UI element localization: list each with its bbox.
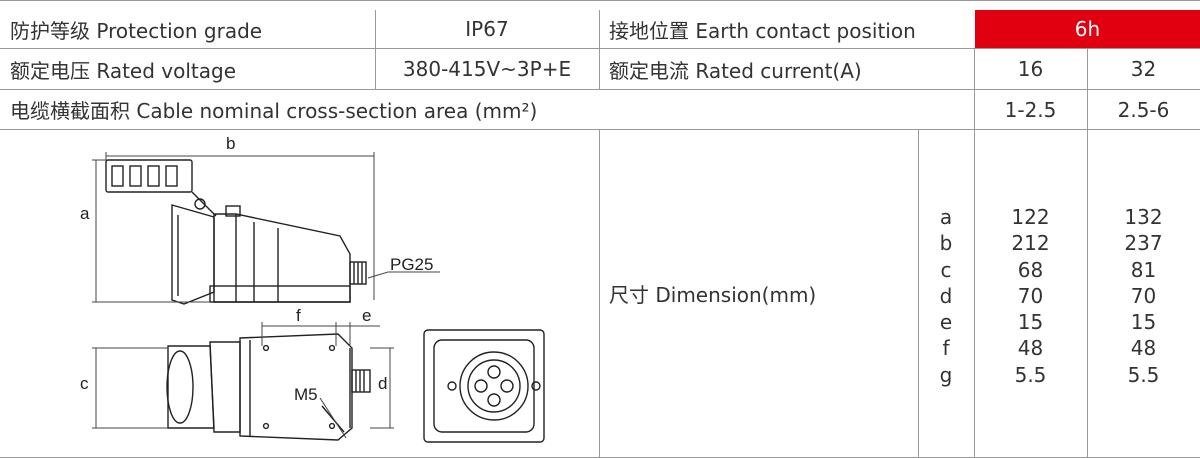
dimension-letter: e (939, 310, 953, 335)
dimension-lines (92, 152, 440, 439)
dimension-letters: a b c d e f g (918, 204, 974, 388)
rated-current-label: 额定电流 Rated current(A) (609, 58, 862, 83)
rated-current-32: 32 (1130, 57, 1157, 81)
dimension-value: 81 (1130, 257, 1157, 282)
grid-line (1087, 48, 1088, 457)
grid-line (974, 48, 975, 457)
dimension-value: 122 (1011, 205, 1050, 229)
screw-label: M5 (294, 385, 318, 404)
dimension-value: 237 (1124, 231, 1163, 256)
protection-grade-label: 防护等级 Protection grade (10, 18, 263, 43)
earth-contact-value: 6h (975, 10, 1200, 48)
dimension-letter: a (939, 205, 953, 229)
dimension-value: 70 (1017, 283, 1044, 308)
rated-voltage-label: 额定电压 Rated voltage (10, 58, 236, 83)
cable-section-16: 1-2.5 (1004, 97, 1057, 122)
dimension-letter: d (939, 283, 953, 308)
dim-label-d: d (378, 374, 387, 393)
dimension-value: 15 (1017, 310, 1044, 335)
dimension-letter: g (939, 362, 953, 387)
grid-line (599, 129, 600, 457)
cable-gland-label: PG25 (390, 255, 433, 274)
dimension-letter: f (942, 336, 950, 361)
socket-front-view (166, 333, 371, 441)
dim-label-a: a (80, 204, 90, 223)
dimension-value: 68 (1017, 257, 1044, 282)
rated-current-16: 16 (1017, 57, 1044, 81)
grid-line (375, 10, 376, 89)
dimension-value: 15 (1130, 310, 1157, 335)
rated-voltage-value: 380-415V~3P+E (402, 57, 572, 81)
dim-label-e: e (362, 306, 371, 325)
dim-label-b: b (226, 134, 235, 153)
dimension-value: 48 (1017, 336, 1044, 361)
dim-label-f: f (296, 306, 301, 325)
cable-section-32: 2.5-6 (1117, 97, 1170, 122)
grid-line (599, 10, 600, 89)
socket-side-view (105, 159, 367, 305)
dimension-values-16: 122 212 68 70 15 48 5.5 (974, 204, 1087, 388)
socket-dimension-drawing: b a c d f e PG25 M5 (80, 134, 545, 443)
dimension-value: 48 (1130, 336, 1157, 361)
grid-line (0, 0, 1200, 1)
cable-section-label: 电缆横截面积 Cable nominal cross-section area … (10, 99, 538, 123)
dimension-value: 5.5 (1014, 362, 1047, 387)
dimension-letter: b (939, 231, 953, 256)
grid-line (918, 129, 919, 457)
protection-grade-value: IP67 (465, 17, 509, 41)
grid-line (0, 129, 1200, 130)
socket-face-view (423, 329, 545, 443)
dimension-value: 5.5 (1127, 362, 1160, 387)
dimension-letter: c (940, 257, 952, 282)
dimension-value: 132 (1124, 205, 1163, 229)
grid-line (0, 48, 1200, 49)
dimension-values-32: 132 237 81 70 15 48 5.5 (1087, 204, 1200, 388)
earth-contact-label: 接地位置 Earth contact position (609, 18, 916, 43)
dim-label-c: c (80, 374, 89, 393)
dimension-value: 212 (1011, 231, 1050, 256)
dimension-value: 70 (1130, 283, 1157, 308)
grid-line (0, 89, 1200, 90)
dimension-label: 尺寸 Dimension(mm) (609, 283, 817, 307)
